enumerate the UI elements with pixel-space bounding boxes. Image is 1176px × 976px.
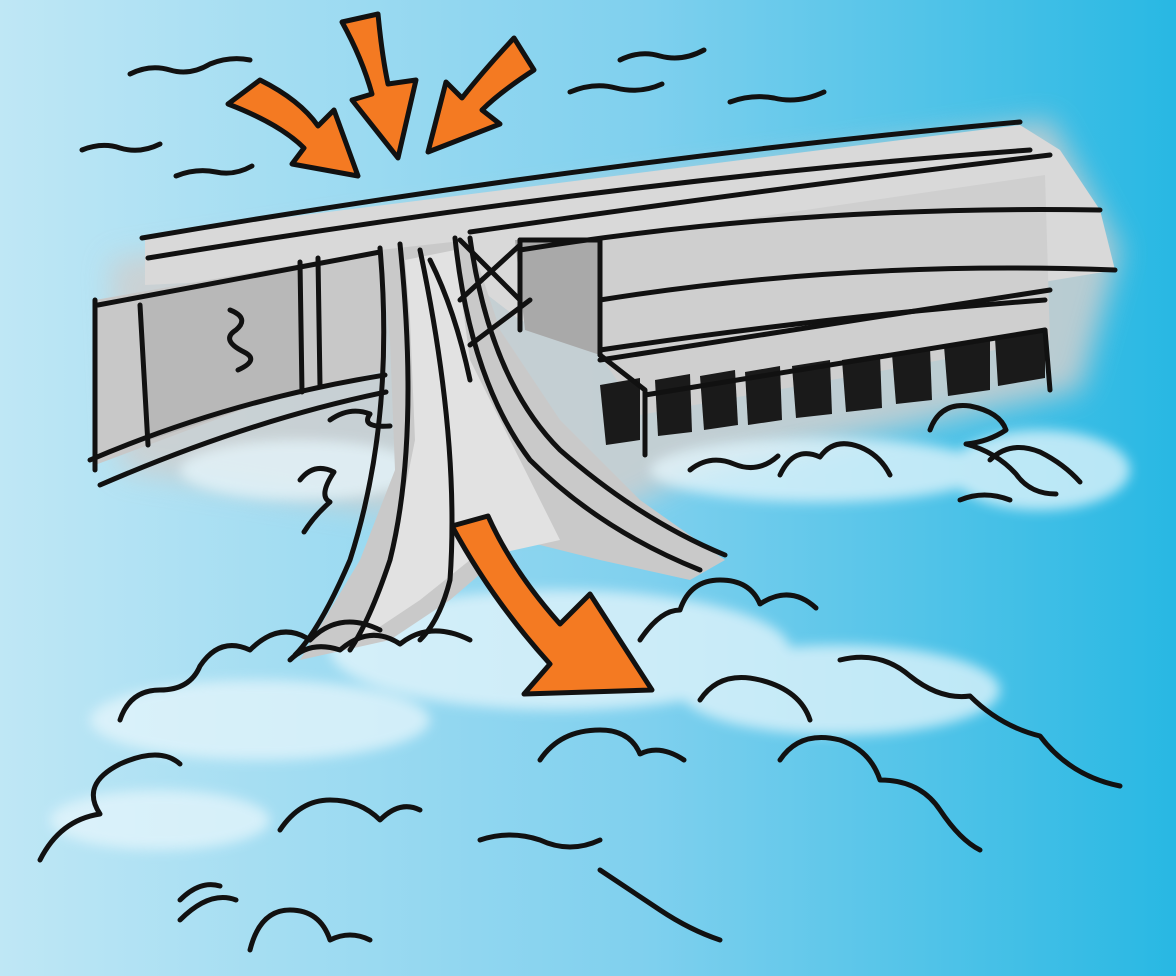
dam-illustration: [0, 0, 1176, 976]
